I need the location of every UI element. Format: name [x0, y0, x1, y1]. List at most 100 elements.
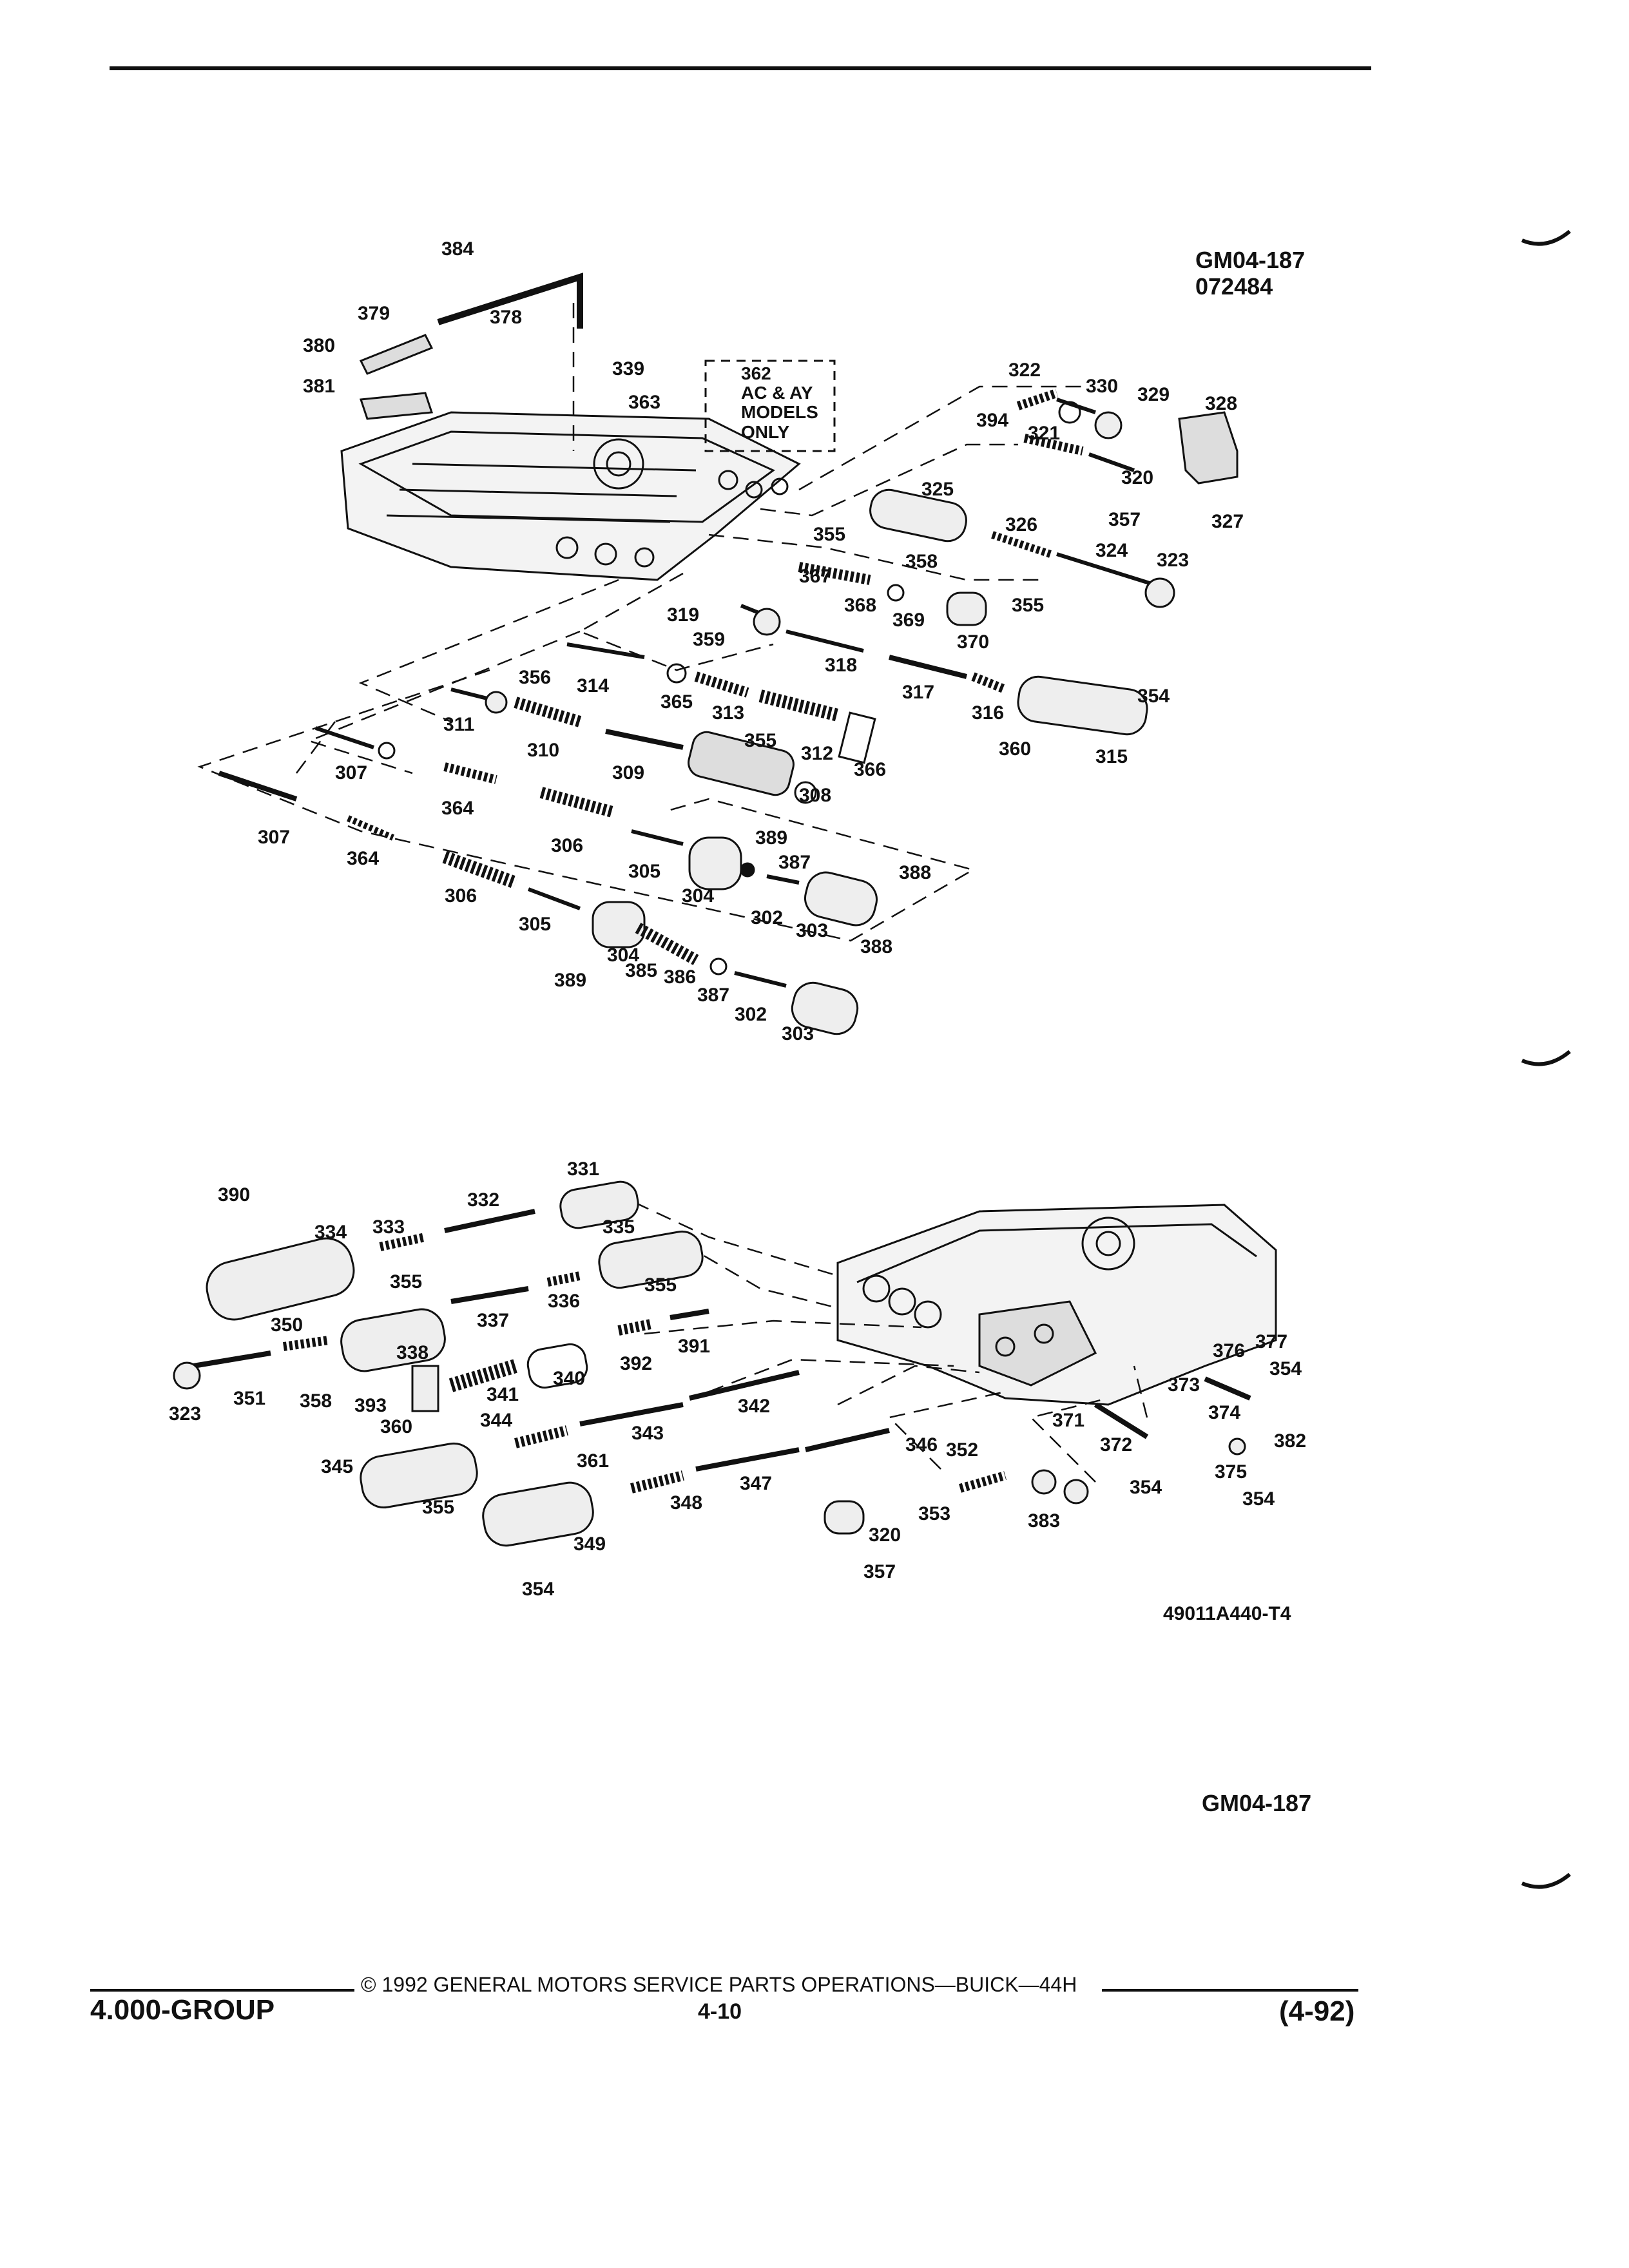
callout: 358: [905, 551, 938, 572]
callout: 310: [527, 740, 560, 761]
callout: 342: [738, 1396, 771, 1417]
callout: 385: [625, 960, 658, 981]
callout: 335: [602, 1216, 635, 1238]
diagram-code-line1: GM04-187: [1195, 247, 1306, 273]
callout: 354: [1137, 686, 1170, 707]
callout: 331: [567, 1158, 600, 1180]
callout: 325: [921, 479, 954, 500]
callout: 306: [445, 885, 477, 907]
callout: 378: [490, 307, 523, 328]
callout: 303: [796, 920, 829, 941]
callout: 386: [664, 966, 697, 988]
callout: 323: [169, 1403, 202, 1425]
figure-code: 49011A440-T4: [1163, 1603, 1291, 1624]
callout: 318: [825, 655, 858, 676]
callout: 309: [612, 762, 645, 783]
callout: 303: [782, 1023, 815, 1044]
callout: 338: [396, 1342, 429, 1363]
callout: 382: [1274, 1430, 1307, 1452]
callout: 355: [1012, 595, 1045, 616]
callout: 319: [667, 604, 700, 626]
callout: 371: [1052, 1410, 1085, 1431]
callout: 302: [751, 907, 784, 928]
callout: 354: [1269, 1358, 1302, 1379]
note-362: 362 AC & AY MODELS ONLY: [741, 363, 818, 442]
callout: 387: [778, 852, 811, 873]
callout: 327: [1211, 511, 1244, 532]
callout: 375: [1215, 1461, 1248, 1483]
note-line2: AC & AY: [741, 383, 813, 403]
valve-body-bottom-casting: [836, 1204, 1277, 1406]
callout: 393: [354, 1395, 387, 1416]
callout: 355: [422, 1497, 455, 1518]
callout: 377: [1255, 1331, 1288, 1352]
callout: 358: [300, 1390, 333, 1412]
callout: 384: [441, 238, 474, 260]
callout: 361: [577, 1450, 610, 1472]
footer-rule-left: [90, 1989, 354, 1992]
callout: 348: [670, 1492, 703, 1514]
callout: 354: [1242, 1488, 1275, 1510]
footer-group: 4.000-GROUP: [90, 1994, 275, 2026]
callout: 370: [957, 631, 990, 653]
callout: 330: [1086, 376, 1119, 397]
callout: 339: [612, 358, 645, 380]
binder-mark-2: [1521, 1050, 1571, 1066]
callout: 352: [946, 1439, 979, 1461]
callout: 390: [218, 1184, 251, 1206]
callout: 322: [1008, 360, 1041, 381]
callout: 355: [813, 524, 846, 545]
callout: 366: [854, 759, 887, 780]
callout: 376: [1213, 1340, 1246, 1361]
callout: 304: [607, 945, 640, 966]
callout: 381: [303, 376, 336, 397]
callout: 367: [799, 566, 832, 587]
callout: 316: [972, 702, 1005, 724]
callout: 364: [347, 848, 380, 869]
callout: 363: [628, 392, 661, 413]
footer-date: (4-92): [1279, 1995, 1355, 2027]
callout: 302: [735, 1004, 767, 1025]
footer-rule-right: [1102, 1989, 1358, 1992]
solenoid-328: [1178, 411, 1239, 485]
top-exploded-diagram: [197, 273, 1239, 1035]
callout: 305: [519, 914, 552, 935]
callout: 372: [1100, 1434, 1133, 1456]
callout: 333: [372, 1216, 405, 1238]
sleeve-334: [206, 1237, 355, 1321]
sleeve-338: [340, 1308, 446, 1372]
callout: 323: [1157, 550, 1190, 571]
lever-380: [359, 334, 434, 375]
callout: 369: [892, 610, 925, 631]
callout: 355: [744, 730, 777, 751]
callout: 357: [1108, 509, 1141, 530]
callout: 306: [551, 835, 584, 856]
callout: 357: [863, 1561, 896, 1582]
callout: 337: [477, 1310, 510, 1331]
callout: 317: [902, 682, 935, 703]
callout: 340: [553, 1368, 586, 1389]
callout: 345: [321, 1456, 354, 1477]
callout: 320: [1121, 467, 1154, 488]
diagram-code-top: GM04-187 072484: [1195, 247, 1305, 300]
callout: 387: [697, 985, 730, 1006]
callout: 307: [258, 827, 291, 848]
valve-train-lower: [218, 726, 878, 1035]
callout: 324: [1095, 540, 1128, 561]
callout: 391: [678, 1336, 711, 1357]
callout: 349: [574, 1533, 606, 1555]
callout: 321: [1028, 423, 1061, 444]
callout: 320: [869, 1524, 901, 1546]
callout: 389: [554, 970, 587, 991]
callout: 341: [487, 1384, 519, 1405]
callout: 351: [233, 1388, 266, 1409]
callout: 356: [519, 667, 552, 688]
diagram-code-line2: 072484: [1195, 273, 1273, 300]
callout: 360: [380, 1416, 413, 1437]
callout: 334: [314, 1222, 347, 1243]
callout: 392: [620, 1353, 653, 1374]
callout: 383: [1028, 1510, 1061, 1532]
top-rule: [110, 66, 1371, 70]
note-line4: ONLY: [741, 421, 790, 442]
callout: 350: [271, 1314, 304, 1336]
